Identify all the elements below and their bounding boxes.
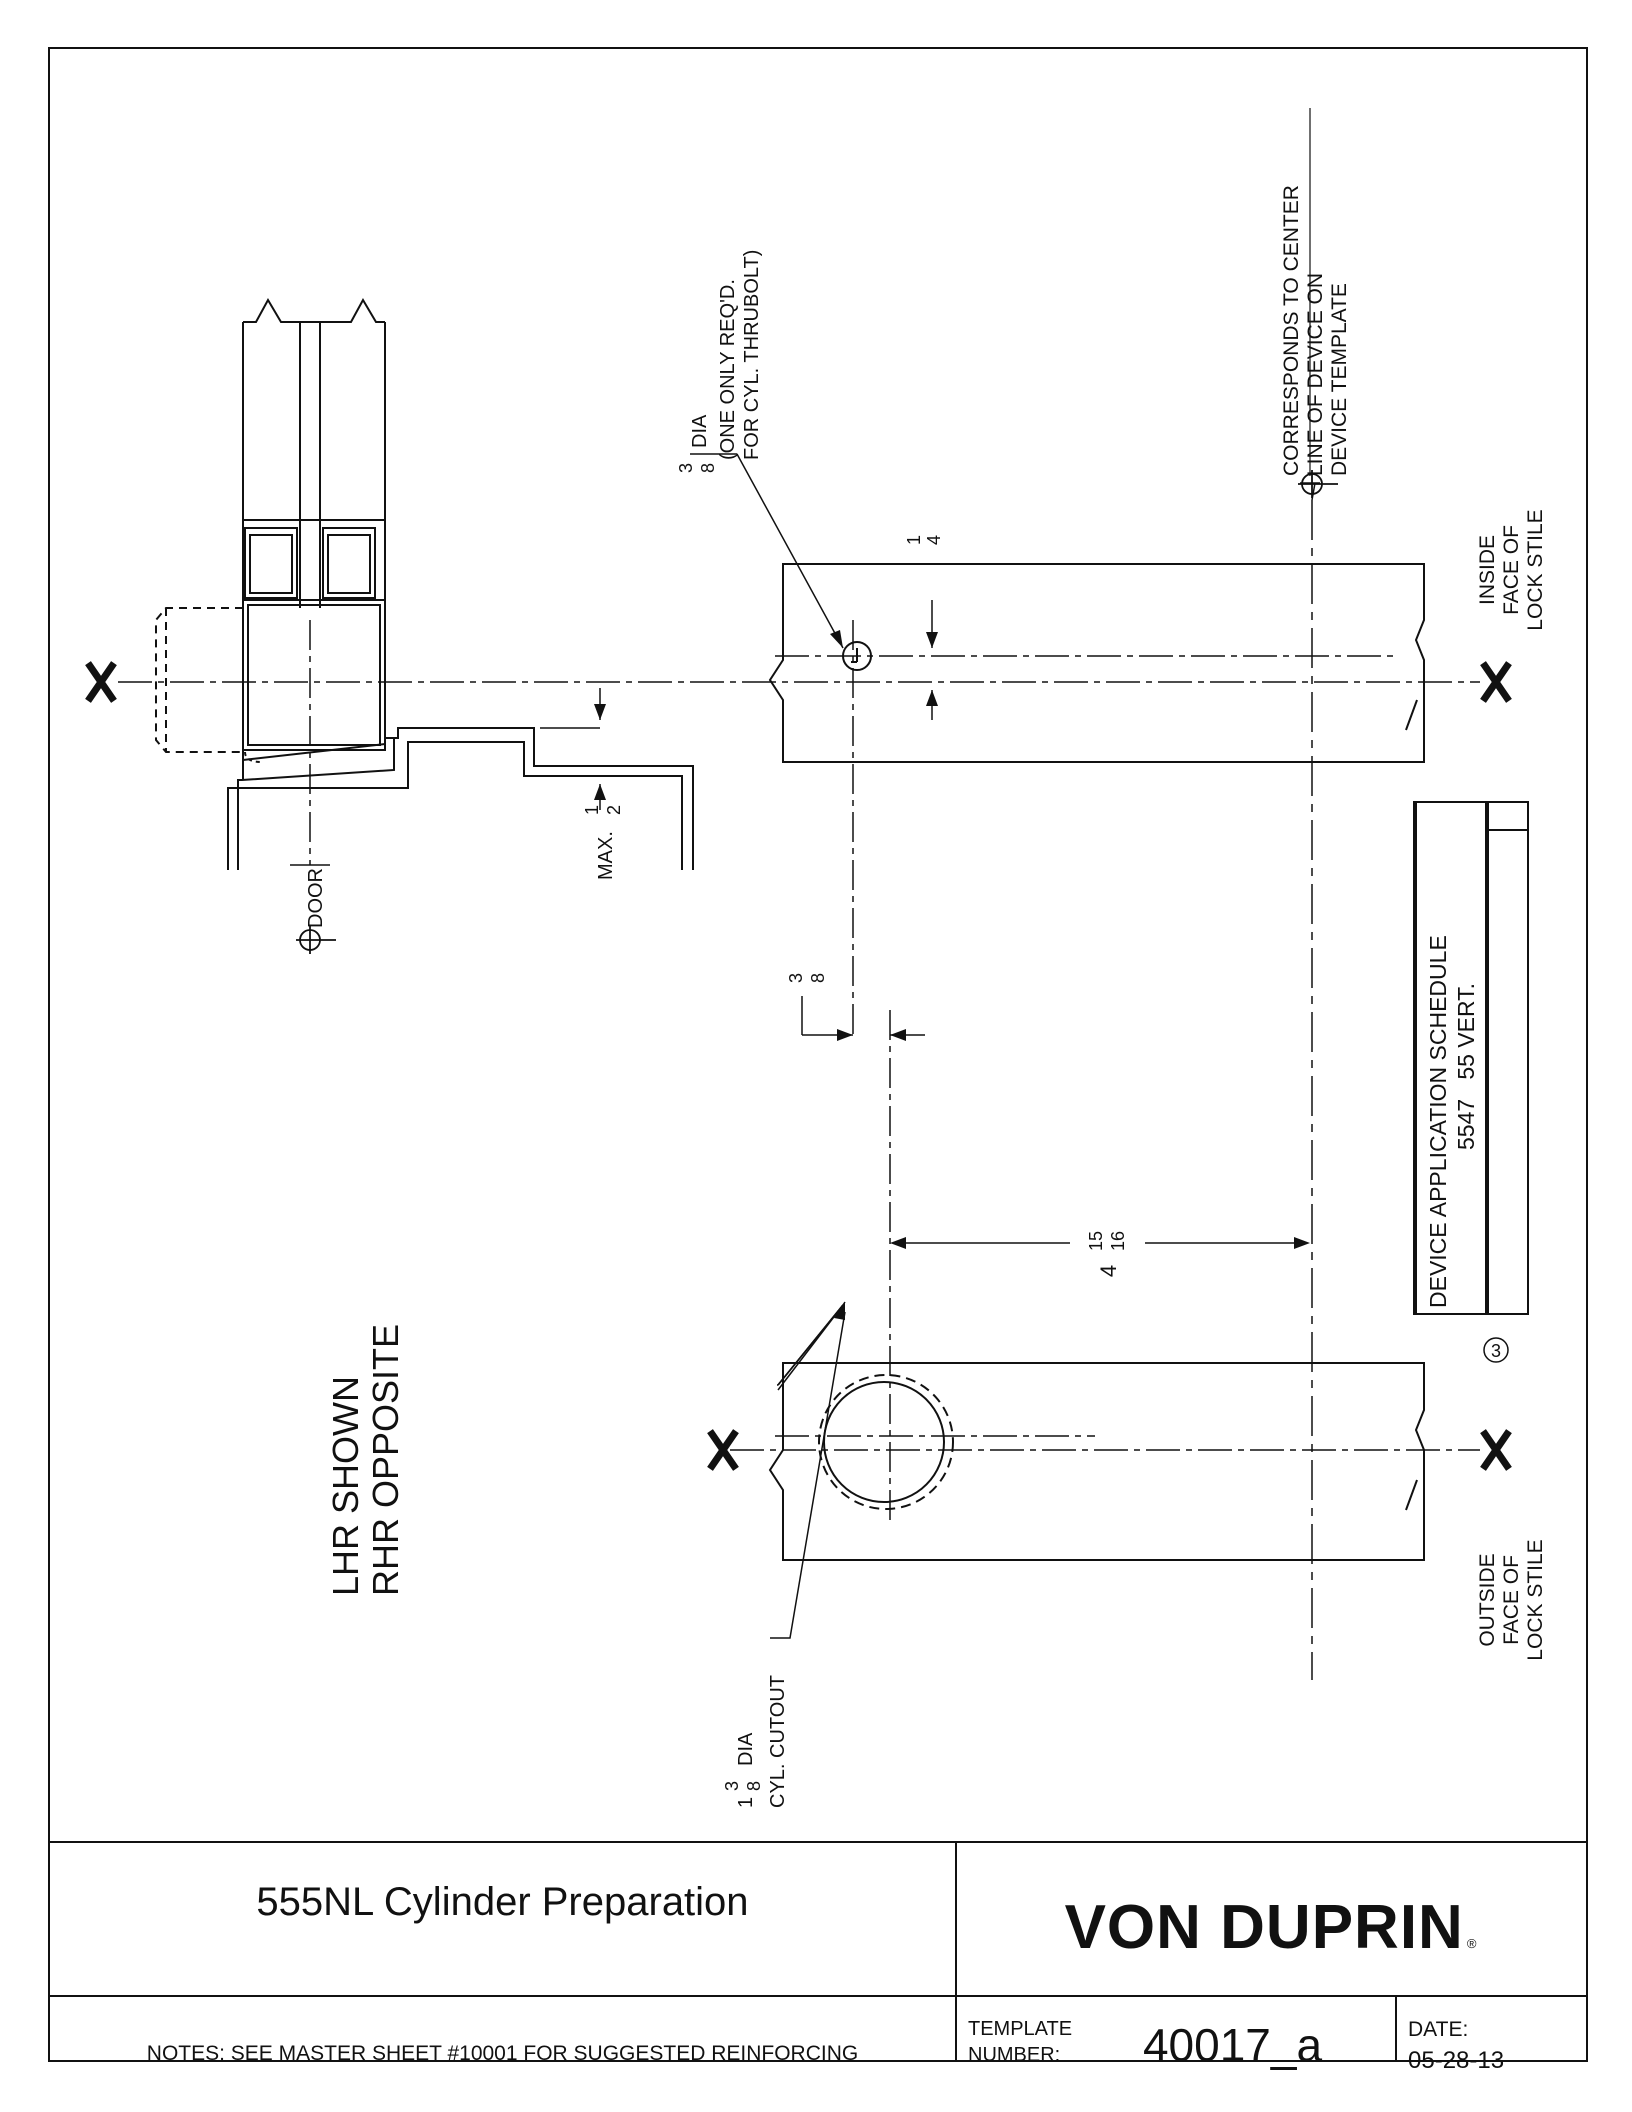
schedule-table-outer xyxy=(1413,801,1529,1315)
cutout-denominator: 8 xyxy=(744,1781,764,1791)
small-hole xyxy=(842,641,872,671)
hole-small-note1: (ONE ONLY REQ'D. xyxy=(717,279,739,460)
main-dim-numerator: 15 xyxy=(1086,1231,1106,1251)
template-label-line2: NUMBER: xyxy=(968,2044,1061,2066)
outside-face-1: OUTSIDE xyxy=(1476,1553,1499,1646)
schedule-title: DEVICE APPLICATION SCHEDULE xyxy=(1425,935,1451,1308)
cylinder-cutout xyxy=(818,1374,954,1510)
center-note-1: CORRESPONDS TO CENTER xyxy=(1280,185,1303,476)
center-note-2: LINE OF DEVICE ON xyxy=(1304,273,1327,476)
hole-small-note2: FOR CYL. THRUBOLT) xyxy=(741,250,763,460)
outside-face-2: FACE OF xyxy=(1500,1555,1523,1645)
brand-logo: VON DUPRIN® xyxy=(958,1892,1584,1963)
template-label-line1: TEMPLATE xyxy=(968,2018,1073,2040)
hole-small-numerator: 3 xyxy=(676,463,696,473)
inside-stile-strip xyxy=(768,563,1425,763)
hole-small-denominator: 8 xyxy=(698,463,718,473)
max-label: MAX. xyxy=(595,831,617,880)
circled-ref-ring xyxy=(1483,1337,1509,1363)
door-section xyxy=(155,297,694,870)
offset-denominator: 8 xyxy=(808,973,828,983)
circled-ref-number: 3 xyxy=(1491,1341,1501,1361)
schedule-row: 5547 55 VERT. xyxy=(1453,983,1479,1150)
centerline-symbols xyxy=(296,470,1338,954)
outside-face-3: LOCK STILE xyxy=(1524,1539,1547,1660)
max-denominator: 2 xyxy=(604,805,624,815)
quarter-denominator: 4 xyxy=(924,535,944,545)
brand-name: VON DUPRIN xyxy=(1064,1893,1464,1962)
drawing-title: 555NL Cylinder Preparation xyxy=(256,1880,749,1924)
notes-text: NOTES: SEE MASTER SHEET #10001 FOR SUGGE… xyxy=(146,2042,859,2065)
dimension-lines xyxy=(540,453,1316,1386)
outside-stile-strip xyxy=(768,1362,1425,1561)
sheet-border xyxy=(48,47,1588,2062)
cutout-numerator: 3 xyxy=(722,1781,742,1791)
cutout-whole: 1 xyxy=(735,1797,757,1808)
date-label: DATE: xyxy=(1408,2018,1469,2041)
hand-line-1: LHR SHOWN xyxy=(325,1376,366,1596)
max-numerator: 1 xyxy=(582,805,602,815)
template-number: 40017_a xyxy=(1142,2019,1323,2071)
registered-mark: ® xyxy=(1466,1936,1478,1951)
inside-face-3: LOCK STILE xyxy=(1524,509,1547,630)
date-value: 05-28-13 xyxy=(1408,2047,1505,2074)
centerlines xyxy=(118,500,1480,1680)
cutout-note: CYL. CUTOUT xyxy=(767,1675,789,1808)
quarter-numerator: 1 xyxy=(904,535,924,545)
inside-face-2: FACE OF xyxy=(1500,525,1523,615)
main-dim-whole: 4 xyxy=(1096,1265,1121,1277)
hole-small-dia: DIA xyxy=(689,414,711,448)
x-marks xyxy=(85,661,1512,1471)
offset-numerator: 3 xyxy=(786,973,806,983)
hand-line-2: RHR OPPOSITE xyxy=(365,1324,406,1596)
cutout-dia: DIA xyxy=(735,1732,757,1766)
inside-face-1: INSIDE xyxy=(1476,535,1499,605)
door-center-label: DOOR xyxy=(305,868,327,928)
arrowheads xyxy=(594,630,1310,1320)
center-note-3: DEVICE TEMPLATE xyxy=(1328,283,1351,476)
main-dim-denominator: 16 xyxy=(1108,1231,1128,1251)
